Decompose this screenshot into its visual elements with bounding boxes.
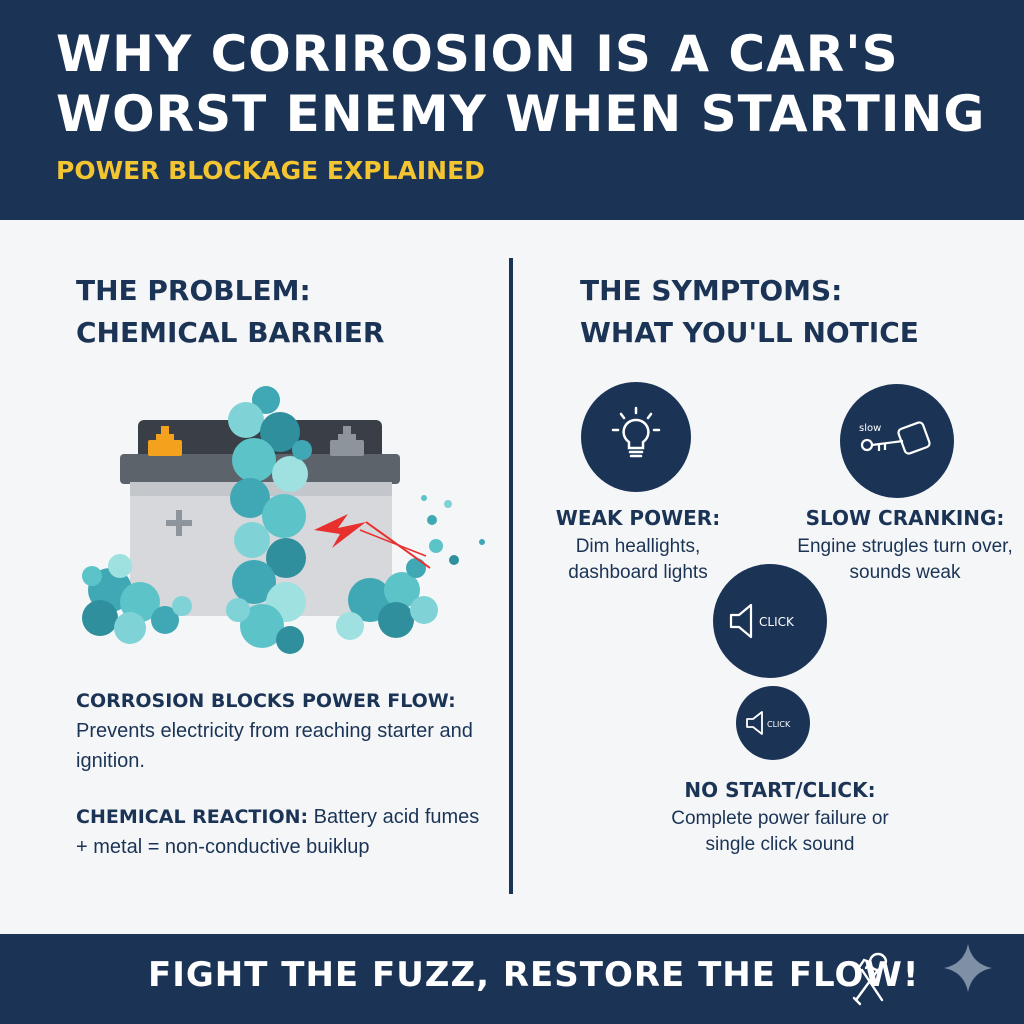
symptoms-heading-line2: WHAT YOU'LL NOTICE <box>580 316 919 349</box>
slow-cranking-circle: slow <box>840 384 954 498</box>
no-start-text: Complete power failure or single click s… <box>671 808 889 855</box>
chemical-reaction-block: CHEMICAL REACTION: Battery acid fumes + … <box>76 802 496 862</box>
problem-heading-line1: THE PROBLEM: <box>76 274 311 307</box>
spark-icon <box>314 514 431 569</box>
positive-terminal-icon <box>148 426 182 456</box>
corrosion-blocks-block: CORROSION BLOCKS POWER FLOW: Prevents el… <box>76 686 476 776</box>
chemical-reaction-lead: CHEMICAL REACTION: <box>76 806 309 828</box>
column-divider <box>509 258 513 894</box>
click-large-text: CLICK <box>759 615 795 629</box>
footer-banner <box>0 934 1024 1024</box>
corrosion-right-pile <box>336 495 485 640</box>
problem-heading: THE PROBLEM: CHEMICAL BARRIER <box>76 270 384 354</box>
footer-slogan: FIGHT THE FUZZ, RESTORE THE FLOW! <box>148 955 920 995</box>
page-title: WHY CORIROSION IS A CAR'S WORST ENEMY WH… <box>56 25 986 143</box>
header-banner <box>0 0 1024 220</box>
lightbulb-icon <box>611 406 661 458</box>
page-subtitle: POWER BLOCKAGE EXPLAINED <box>56 156 485 185</box>
slow-cranking-item: SLOW CRANKING: Engine strugles turn over… <box>790 502 1020 586</box>
no-start-label: NO START/CLICK: <box>684 778 876 802</box>
speaker-icon: CLICK <box>729 603 795 639</box>
corroded-battery-illustration <box>82 386 485 654</box>
wrench-icon <box>852 952 888 1006</box>
negative-terminal-icon <box>330 426 364 456</box>
weak-power-item: WEAK POWER: Dim heallights, dashboard li… <box>548 502 728 586</box>
symptoms-heading: THE SYMPTOMS: WHAT YOU'LL NOTICE <box>580 270 919 354</box>
weak-power-text: Dim heallights, dashboard lights <box>568 536 708 583</box>
symptoms-heading-line1: THE SYMPTOMS: <box>580 274 843 307</box>
sparkle-icon <box>944 944 992 992</box>
speaker-icon: CLICK <box>746 711 791 735</box>
problem-heading-line2: CHEMICAL BARRIER <box>76 316 385 349</box>
weak-power-circle <box>581 382 691 492</box>
click-small-text: CLICK <box>767 720 791 729</box>
key-icon: slow <box>859 421 931 455</box>
chemical-reaction-text: Battery acid fumes + metal = non-conduct… <box>76 806 480 858</box>
slow-cranking-text: Engine strugles turn over, sounds weak <box>797 536 1013 583</box>
weak-power-label: WEAK POWER: <box>555 506 721 530</box>
slow-cranking-label: SLOW CRANKING: <box>805 506 1005 530</box>
corrosion-left-pile <box>82 554 192 644</box>
key-icon-text: slow <box>859 423 881 434</box>
click-small-circle: CLICK <box>736 686 810 760</box>
corrosion-central-column <box>226 386 312 654</box>
plus-sign-icon <box>166 510 192 536</box>
click-large-circle: CLICK <box>713 564 827 678</box>
corrosion-blocks-text: Prevents electricity from reaching start… <box>76 720 473 772</box>
corrosion-blocks-lead: CORROSION BLOCKS POWER FLOW: <box>76 690 456 712</box>
no-start-item: NO START/CLICK: Complete power failure o… <box>650 774 910 858</box>
